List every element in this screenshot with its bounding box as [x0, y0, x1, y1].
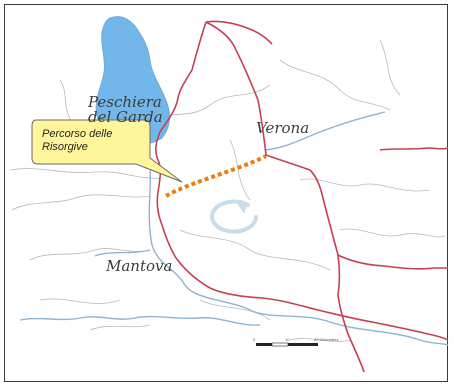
city-label-verona: Verona	[256, 119, 310, 137]
scale-label-0: 0	[253, 337, 256, 342]
scale-label-10: 10	[285, 337, 290, 342]
rivers	[19, 111, 449, 346]
minor-roads	[9, 39, 446, 342]
scale-bar	[256, 342, 318, 347]
circular-arrow-icon	[210, 199, 258, 234]
scale-label-20: 20 Kilometers	[314, 337, 339, 342]
callout-label: Percorso delle Risorgive	[42, 128, 113, 153]
risorgive-route	[165, 154, 267, 198]
boundaries	[155, 20, 449, 373]
callout-bubble	[31, 119, 183, 183]
city-label-peschiera: Peschiera del Garda	[88, 93, 163, 126]
city-label-mantova: Mantova	[106, 257, 173, 275]
